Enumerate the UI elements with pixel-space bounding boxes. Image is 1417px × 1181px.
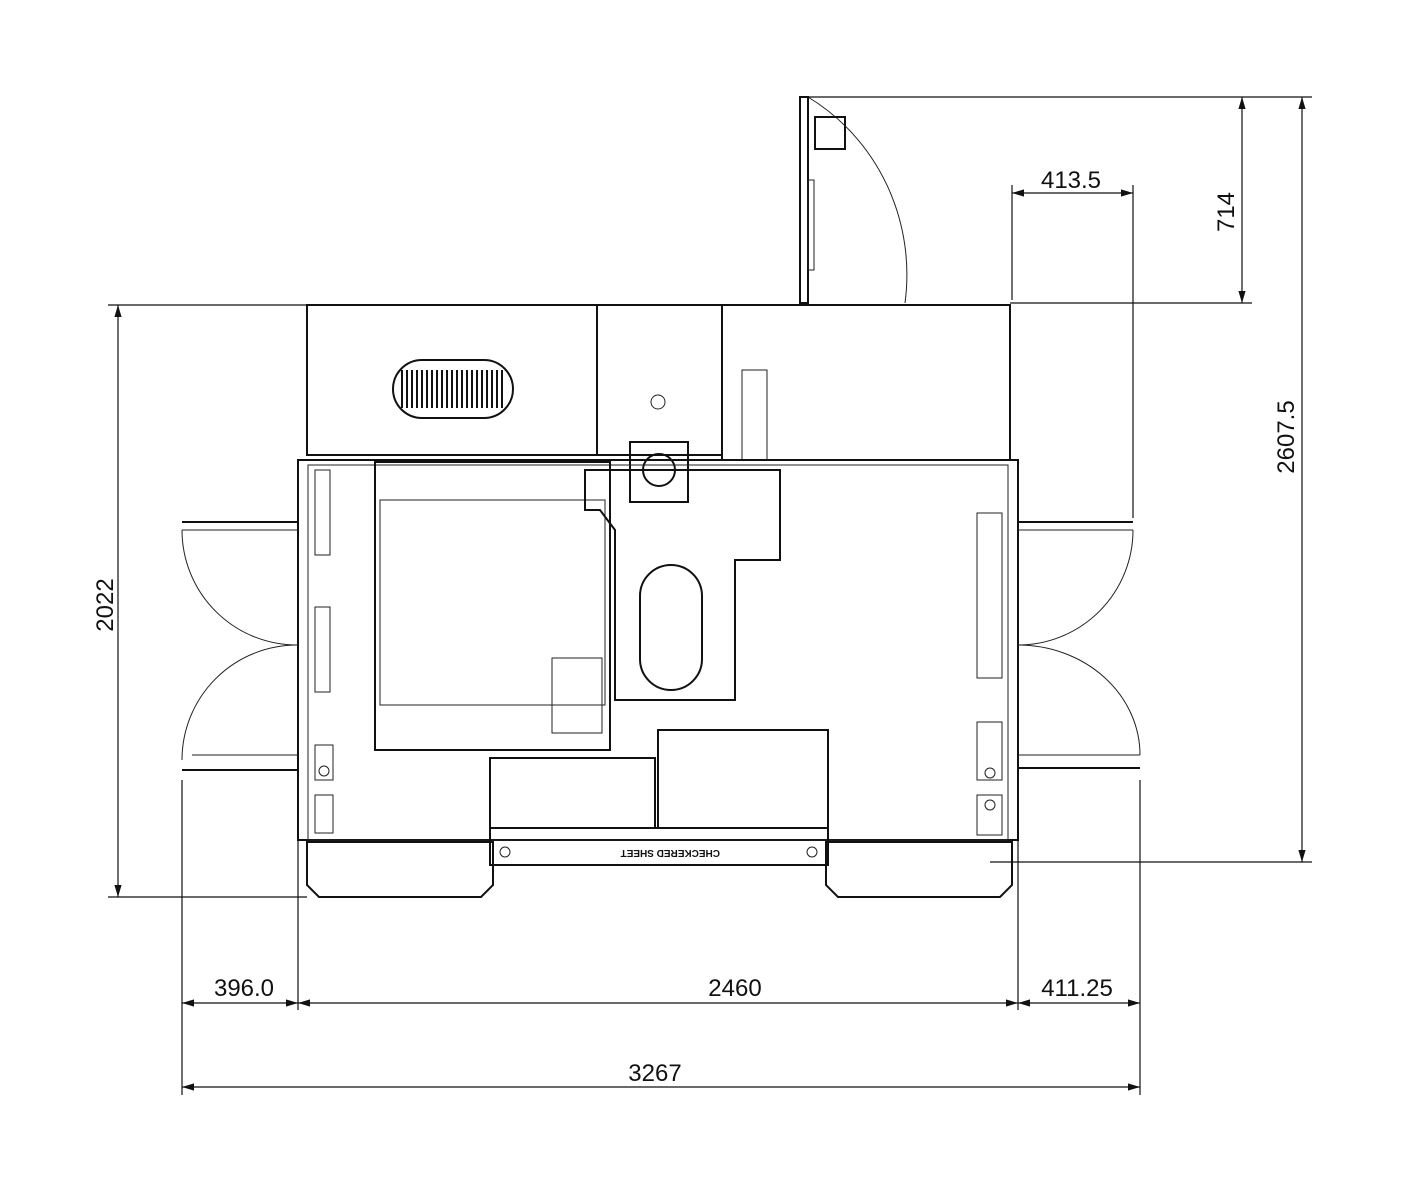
main-body: CHECKERED SHEET (297, 459, 1019, 866)
dim-right-door: 411.25 (1041, 975, 1113, 1002)
dimensions: 396.0 2460 411.25 3267 413.5 2022 714 26… (92, 96, 1312, 1095)
dim-left-door: 396.0 (214, 975, 274, 1002)
top-center-module (596, 304, 723, 503)
top-right-module (721, 304, 1011, 461)
center-vent-oval (639, 564, 703, 691)
top-door (799, 96, 908, 304)
bottom-steps (306, 841, 1013, 898)
left-doors (181, 521, 299, 771)
checkered-sheet-label: CHECKERED SHEET (621, 847, 720, 858)
dim-body-width: 2460 (708, 975, 761, 1002)
top-left-module (306, 304, 598, 456)
dim-overall-depth: 2607.5 (1273, 400, 1300, 473)
vent-oval (392, 359, 514, 419)
dim-overall-width: 3267 (628, 1060, 681, 1087)
dim-body-depth: 2022 (92, 578, 119, 631)
dim-top-door-depth: 714 (1213, 192, 1240, 232)
dim-top-door-offset: 413.5 (1041, 167, 1101, 194)
right-doors (1017, 521, 1141, 769)
